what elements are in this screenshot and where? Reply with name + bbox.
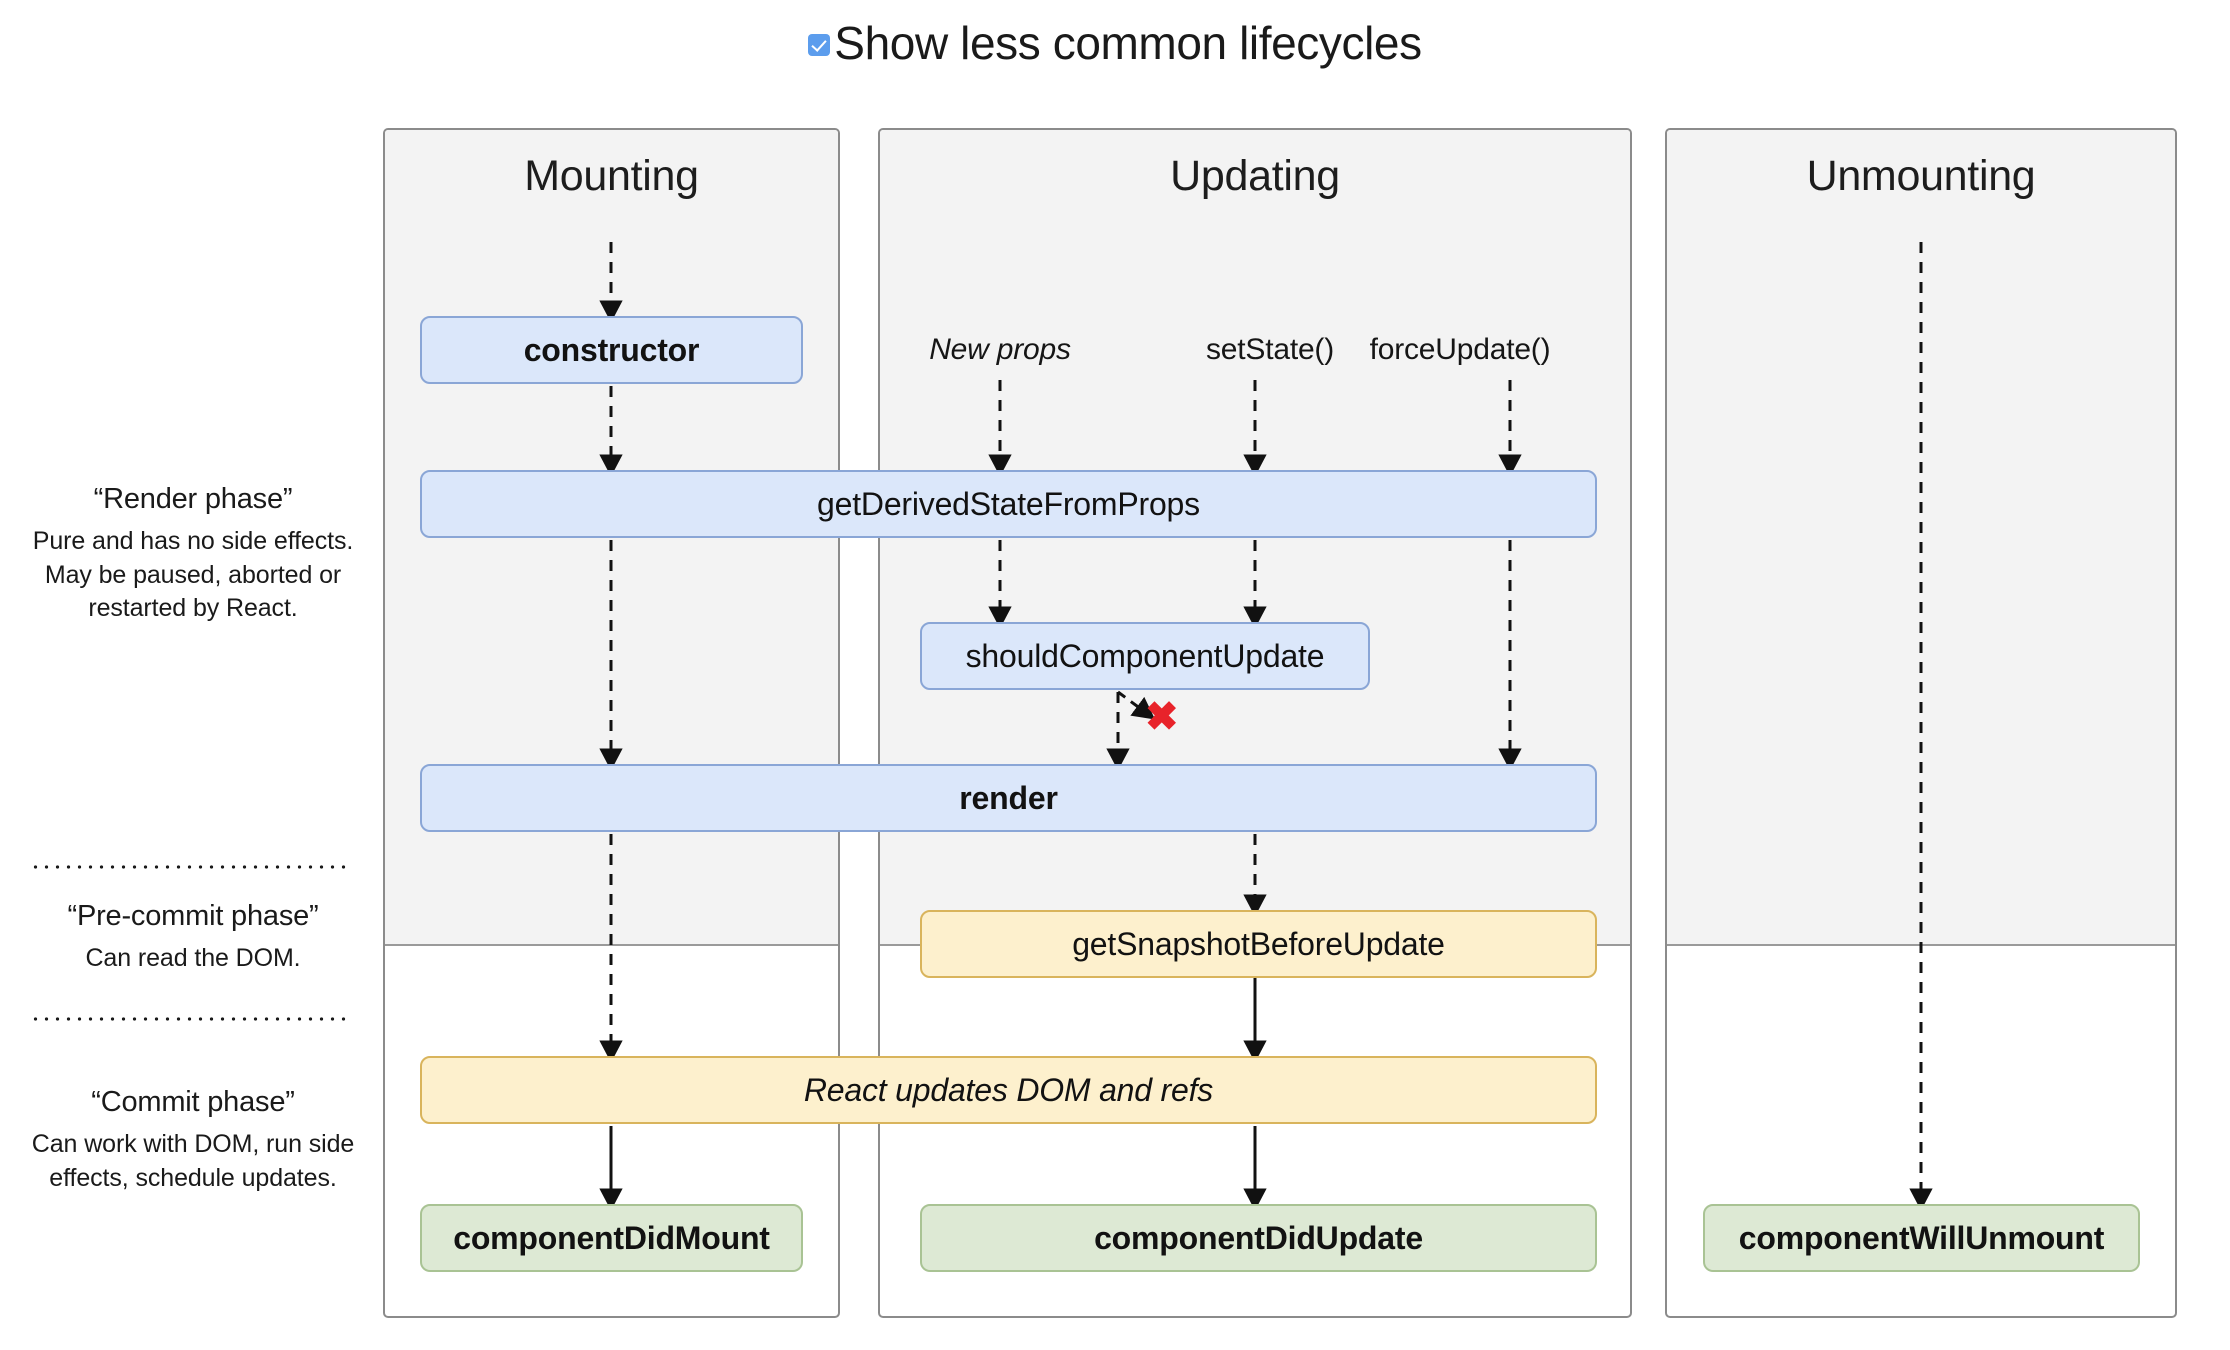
phase-pre-commit-title: “Pre-commit phase” [67,900,319,932]
column-updating: Updating [878,128,1632,1318]
phase-pre-commit-description: Can read the DOM. [85,944,301,972]
column-mounting: Mounting [383,128,840,1318]
node-get-derived-state-from-props[interactable]: getDerivedStateFromProps [420,470,1597,538]
column-updating-title: Updating [1170,152,1340,200]
trigger-set-state: setState() [1205,333,1335,366]
checkbox-label: Show less common lifecycles [834,17,1422,69]
phase-render: “Render phase” Pure and has no side effe… [18,483,368,626]
phase-commit-description: Can work with DOM, run side effects, sch… [31,1130,355,1192]
node-react-updates-dom-and-refs: React updates DOM and refs [420,1056,1597,1124]
node-should-component-update[interactable]: shouldComponentUpdate [920,622,1370,690]
column-mounting-title: Mounting [524,152,699,200]
phase-render-description: Pure and has no side effects. May be pau… [32,527,354,622]
phase-render-title: “Render phase” [93,483,293,515]
checkbox-checked-icon[interactable] [808,34,831,56]
trigger-force-update: forceUpdate() [1369,333,1551,366]
column-unmounting: Unmounting [1665,128,2177,1318]
phase-commit-title: “Commit phase” [91,1086,295,1118]
show-less-common-lifecycles-toggle[interactable]: Show less common lifecycles [0,16,2230,70]
node-component-did-mount[interactable]: componentDidMount [420,1204,803,1272]
skip-update-x-icon: ✖ [1145,695,1179,739]
phase-divider-top [30,864,350,870]
phase-pre-commit: “Pre-commit phase” Can read the DOM. [18,900,368,976]
column-unmounting-render-region [1667,130,2175,946]
node-constructor[interactable]: constructor [420,316,803,384]
node-component-did-update[interactable]: componentDidUpdate [920,1204,1597,1272]
node-component-will-unmount[interactable]: componentWillUnmount [1703,1204,2140,1272]
phase-divider-bottom [30,1016,350,1022]
trigger-new-props: New props [929,333,1071,366]
phase-commit: “Commit phase” Can work with DOM, run si… [18,1086,368,1195]
node-get-snapshot-before-update[interactable]: getSnapshotBeforeUpdate [920,910,1597,978]
column-unmounting-title: Unmounting [1806,152,2036,200]
node-render[interactable]: render [420,764,1597,832]
